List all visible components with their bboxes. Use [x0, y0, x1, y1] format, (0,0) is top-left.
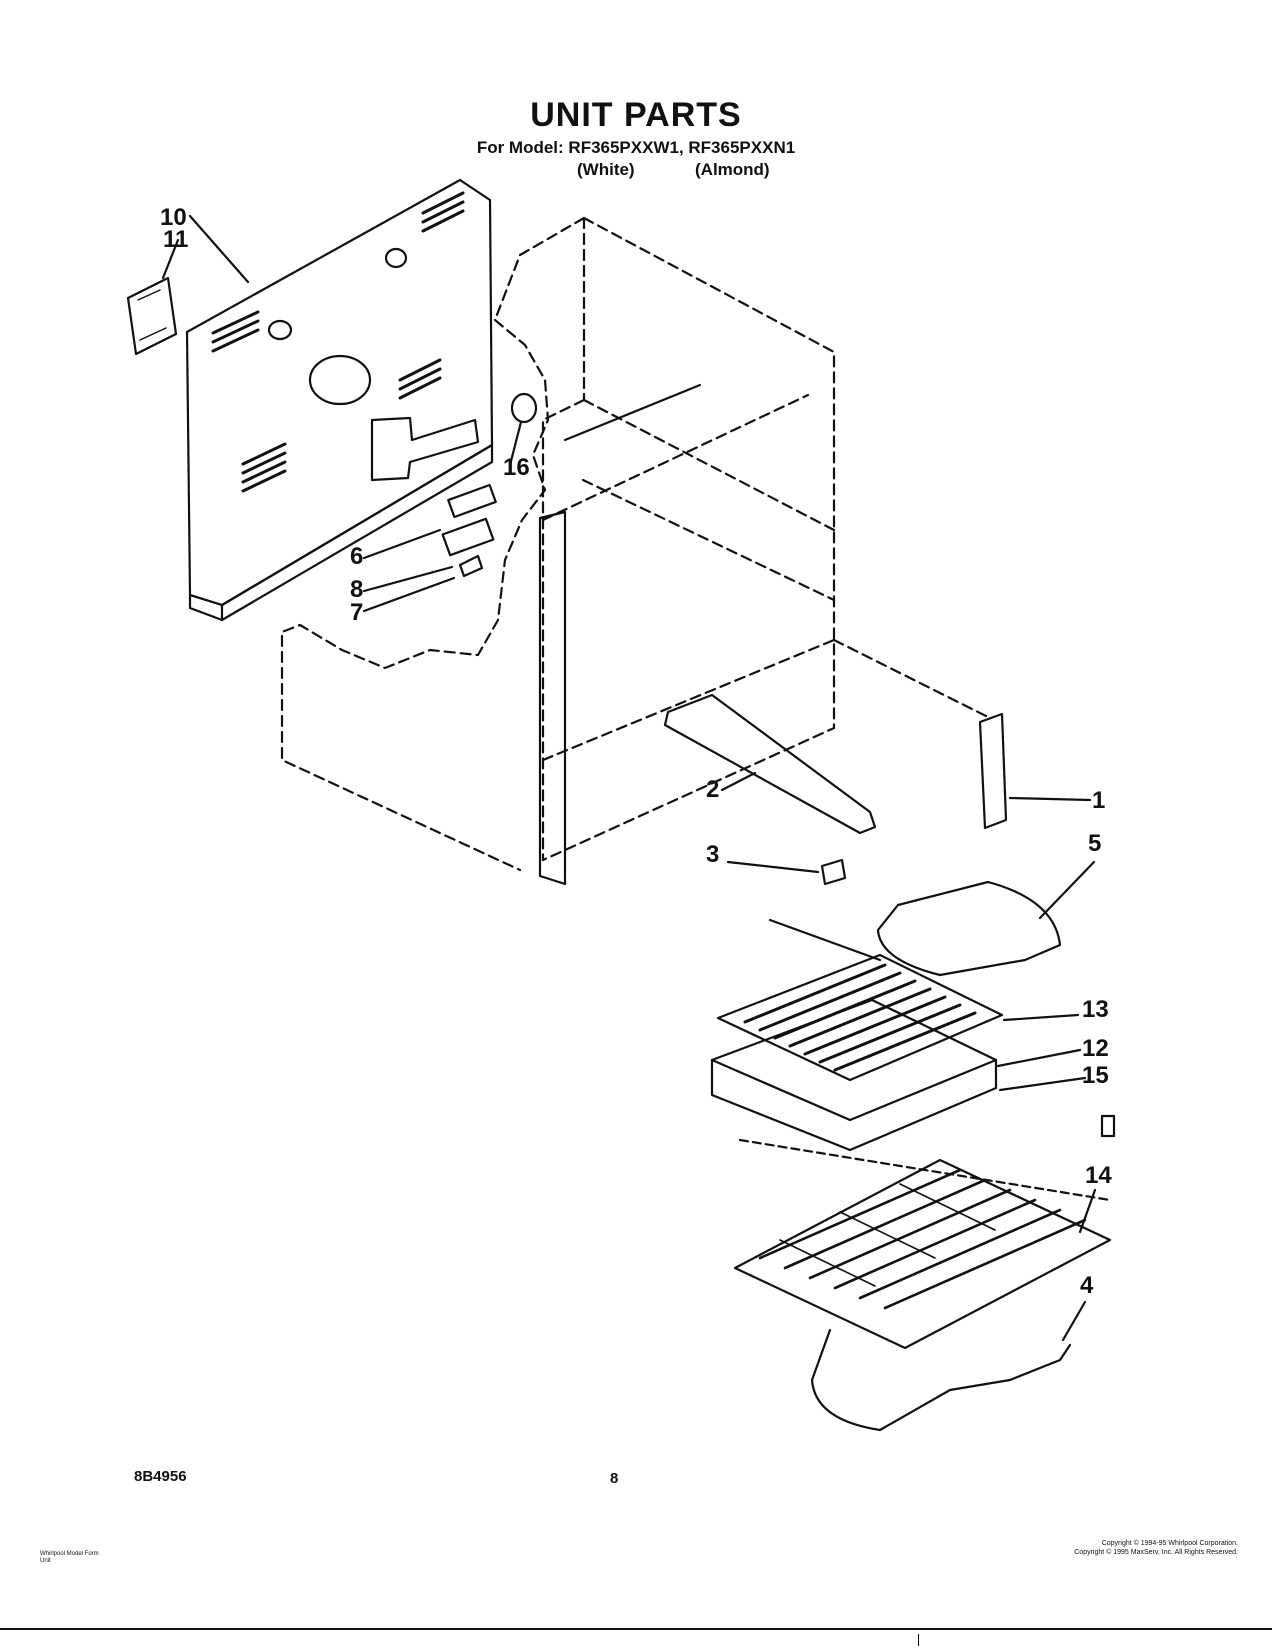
- callout-4: 4: [1080, 1272, 1094, 1299]
- callout-15: 15: [1082, 1062, 1109, 1089]
- broiler-pan: [710, 998, 998, 1152]
- back-panel: [185, 178, 494, 622]
- oven-rack: [733, 1158, 1112, 1350]
- callout-7: 7: [350, 599, 364, 626]
- copyright-line-1: Copyright © 1994-95 Whirlpool Corporatio…: [1101, 1540, 1238, 1547]
- cabinet-frame: [280, 216, 992, 872]
- variant-white: (White): [577, 160, 635, 179]
- callout-1: 1: [1092, 787, 1106, 814]
- callout-14: 14: [1085, 1162, 1112, 1189]
- broiler-pan-grid: [716, 953, 1004, 1082]
- bottom-tick: [918, 1634, 919, 1646]
- footer-left-note: Whirlpool Model Form Unit: [40, 1551, 99, 1565]
- callout-8: 8: [350, 576, 364, 603]
- bottom-rule: [0, 1628, 1272, 1630]
- copyright-notice: Copyright © 1994-95 Whirlpool Corporatio…: [1074, 1539, 1238, 1557]
- page-number: 8: [610, 1470, 619, 1487]
- callout-16: 16: [503, 454, 530, 481]
- variant-almond: (Almond): [695, 160, 770, 179]
- callout-12: 12: [1082, 1035, 1109, 1062]
- callout-13: 13: [1082, 996, 1109, 1023]
- footer-left-line-1: Whirlpool Model Form: [40, 1551, 99, 1557]
- callout-6: 6: [350, 543, 364, 570]
- footer-left-line-2: Unit: [40, 1558, 51, 1564]
- callout-3: 3: [706, 841, 720, 868]
- model-line: For Model: RF365PXXW1, RF365PXXN1: [476, 138, 796, 157]
- copyright-line-2: Copyright © 1995 MaxServ, Inc. All Right…: [1074, 1549, 1238, 1556]
- callout-10: 10: [160, 204, 187, 231]
- callout-5: 5: [1088, 830, 1102, 857]
- small-bracket: [126, 276, 178, 356]
- callout-2: 2: [706, 776, 720, 803]
- document-number: 8B4956: [134, 1468, 187, 1485]
- callout-11: 11: [163, 226, 189, 253]
- page-title: UNIT PARTS: [530, 96, 742, 134]
